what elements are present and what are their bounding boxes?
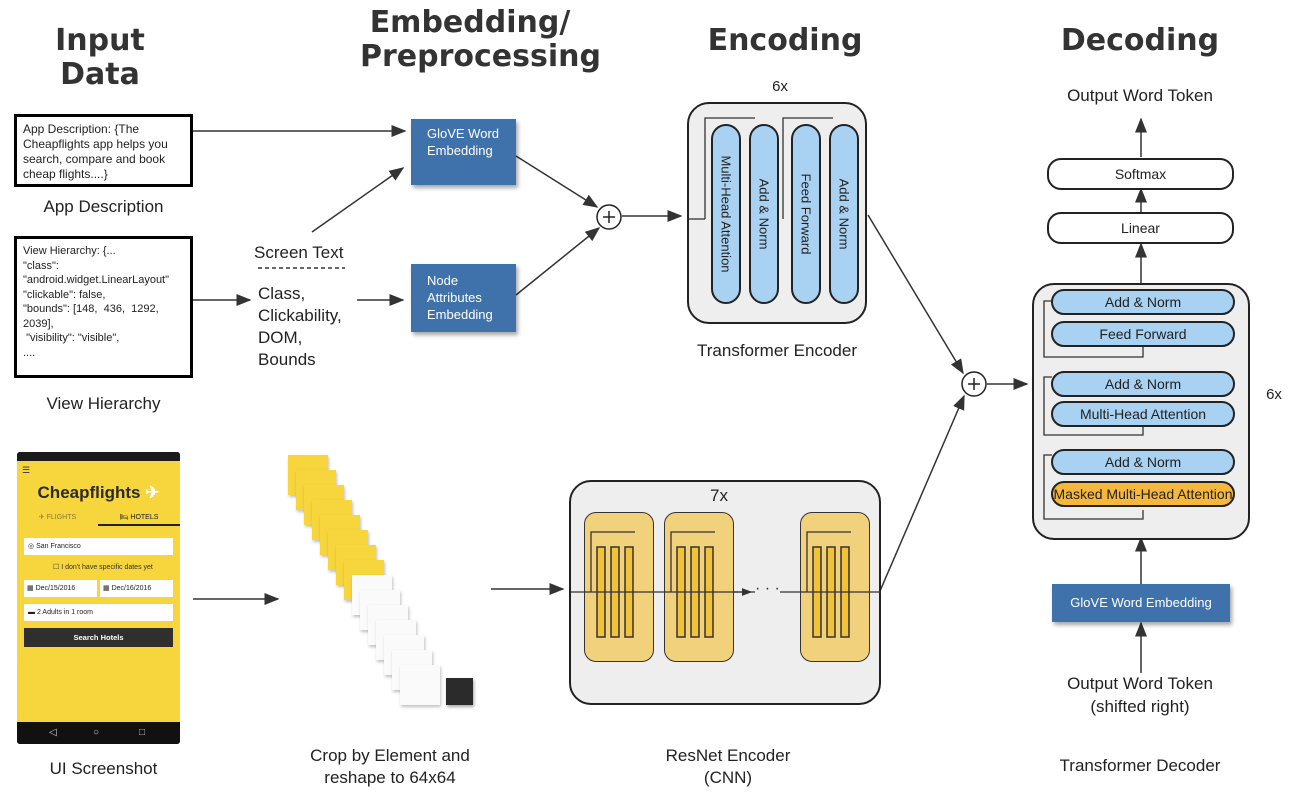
status-bar (17, 452, 180, 461)
header-embedding: Embedding/ Preprocessing (360, 5, 601, 74)
app-screen: ☰ Cheapflights ✈ ✈ FLIGHTS 🛏 HOTELS ◎ Sa… (17, 461, 180, 722)
view-hierarchy-box: View Hierarchy: {... "class": "android.w… (14, 236, 193, 378)
decoder-multi-head-attention: Multi-Head Attention (1051, 401, 1235, 427)
location-field: ◎ San Francisco (24, 538, 173, 555)
app-brand: Cheapflights ✈ (17, 483, 180, 503)
resnet-layers (571, 531, 881, 638)
encoder-add-norm-1: Add & Norm (749, 124, 779, 304)
crop-tile (446, 678, 473, 705)
encoder-block-label: Multi-Head Attention (718, 155, 734, 273)
output-token-label: Output Word Token (1067, 86, 1213, 105)
decoder-add-norm-2: Add & Norm (1051, 371, 1235, 397)
app-description-box: App Description: {The Cheapflights app h… (14, 114, 193, 187)
decoder-add-norm-1: Add & Norm (1051, 449, 1235, 475)
search-hotels-button: Search Hotels (24, 628, 173, 647)
header-encoding: Encoding (707, 23, 863, 58)
encoder-block-label: Add & Norm (836, 178, 852, 250)
no-dates-checkbox: ☐ I don't have specific dates yet (53, 563, 153, 571)
menu-icon: ☰ (22, 465, 31, 475)
date-out-value: Dec/16/2016 (111, 585, 152, 592)
header-input-data: Input Data (55, 23, 145, 92)
encoder-residuals (689, 117, 833, 220)
back-icon: ◁ (49, 727, 57, 738)
bed-icon: 🛏 (119, 514, 129, 521)
guests-field: ▬ 2 Adults in 1 room (24, 604, 173, 621)
date-in-field: ▦ Dec/15/2016 (24, 580, 97, 597)
crop-tile (400, 665, 440, 705)
linear-block: Linear (1047, 212, 1234, 244)
nav-bar: ◁ ○ □ (17, 722, 180, 744)
pin-icon: ◎ (28, 543, 35, 550)
tab-flights: ✈ FLIGHTS (17, 510, 98, 526)
bed-icon: ▬ (28, 609, 35, 616)
tab-hotels-label: HOTELS (130, 514, 159, 521)
transformer-decoder-panel: Add & Norm Feed Forward Add & Norm Multi… (1032, 283, 1250, 540)
crop-label: Crop by Element and reshape to 64x64 (310, 746, 470, 787)
shifted-token-label: Output Word Token (shifted right) (1067, 674, 1213, 716)
tab-flights-label: FLIGHTS (46, 514, 77, 521)
softmax-block: Softmax (1047, 158, 1234, 190)
guests-value: 2 Adults in 1 room (36, 609, 93, 616)
resnet-encoder-panel: 7x · · · (569, 480, 881, 705)
checkbox-icon: ☐ (53, 564, 60, 571)
glove-embedding-box: GloVE Word Embedding (411, 119, 516, 185)
decoder-add-norm-3: Add & Norm (1051, 289, 1235, 315)
encoder-block-label: Feed Forward (798, 173, 814, 255)
calendar-icon: ▦ (27, 585, 34, 592)
date-in-value: Dec/15/2016 (35, 585, 76, 592)
resnet-encoder-label: ResNet Encoder (CNN) (665, 746, 791, 787)
header-decoding: Decoding (1060, 23, 1220, 58)
location-value: San Francisco (36, 543, 81, 550)
decoder-glove-embedding-box: GloVE Word Embedding (1052, 584, 1230, 622)
attributes-label: Class, Clickability, DOM, Bounds (258, 284, 342, 369)
plane-icon: ✈ (145, 483, 160, 502)
tab-hotels: 🛏 HOTELS (98, 510, 180, 526)
encoder-feed-forward: Feed Forward (791, 124, 821, 304)
encoder-repeat-label: 6x (772, 78, 788, 95)
encoder-block-label: Add & Norm (756, 178, 772, 250)
resnet-repeat-label: 7x (710, 486, 728, 505)
decoder-residuals (1043, 300, 1144, 520)
recents-icon: □ (139, 727, 146, 738)
resnet-ellipsis: · · · (755, 580, 780, 598)
screen-text-label: Screen Text (254, 243, 344, 262)
node-attributes-embedding-box: Node Attributes Embedding (411, 264, 516, 332)
app-description-label: App Description (43, 197, 164, 216)
brand-text: Cheapflights (37, 483, 141, 502)
decoder-masked-multi-head-attention: Masked Multi-Head Attention (1051, 481, 1235, 507)
element-crops (280, 450, 495, 720)
ui-screenshot-label: UI Screenshot (49, 759, 158, 778)
transformer-encoder-panel: Multi-Head Attention Add & Norm Feed For… (687, 102, 867, 324)
transformer-encoder-label: Transformer Encoder (697, 341, 857, 360)
ui-screenshot: ☰ Cheapflights ✈ ✈ FLIGHTS 🛏 HOTELS ◎ Sa… (17, 452, 180, 744)
no-dates-label: I don't have specific dates yet (61, 564, 153, 571)
calendar-icon: ▦ (103, 585, 110, 592)
plane-small-icon: ✈ (38, 514, 45, 521)
encoder-add-norm-2: Add & Norm (829, 124, 859, 304)
decoder-feed-forward: Feed Forward (1051, 321, 1235, 347)
transformer-decoder-label: Transformer Decoder (1059, 756, 1221, 775)
date-out-field: ▦ Dec/16/2016 (100, 580, 173, 597)
view-hierarchy-label: View Hierarchy (46, 394, 161, 413)
decoder-repeat-label: 6x (1266, 386, 1282, 403)
home-icon: ○ (93, 727, 100, 738)
encoder-multi-head-attention: Multi-Head Attention (711, 124, 741, 304)
